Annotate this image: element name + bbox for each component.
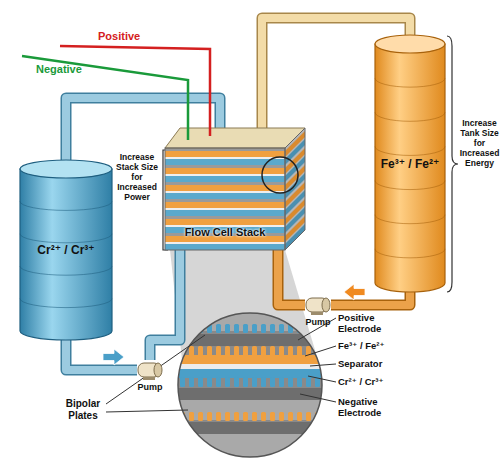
tank-brace xyxy=(447,36,458,292)
electrolyte-tank: Cr²⁺ / Cr³⁺ xyxy=(20,160,112,340)
part-label: Separator xyxy=(338,358,428,369)
positive-wire xyxy=(60,46,210,136)
part-label: Cr²⁺ / Cr³⁺ xyxy=(338,376,428,387)
pipe-body xyxy=(278,250,305,305)
pipe-outline xyxy=(150,250,180,360)
pipe-outline xyxy=(278,250,305,305)
part-label: Fe³⁺ / Fe²⁺ xyxy=(338,340,428,351)
pump: Pump xyxy=(137,360,163,380)
tank-label: Fe³⁺ / Fe²⁺ xyxy=(381,157,440,171)
tank-label: Cr²⁺ / Cr³⁺ xyxy=(37,243,94,257)
part-label: Bipolar Plates xyxy=(58,398,108,422)
stack-label: Flow Cell Stack xyxy=(165,226,285,238)
inset-outline xyxy=(178,313,322,457)
wire-label: Negative xyxy=(36,63,106,76)
flow-cell-stack: Flow Cell Stack xyxy=(165,128,305,250)
leader-lines xyxy=(106,318,336,412)
pipe-connector xyxy=(66,340,137,370)
pipe-body xyxy=(331,292,410,305)
pump-shape xyxy=(305,295,331,315)
wire-label: Positive xyxy=(98,30,168,43)
pipe-body xyxy=(150,250,180,360)
part-label: Positive Electrode xyxy=(338,312,400,334)
negative-wire xyxy=(22,56,188,140)
part-label: Negative Electrode xyxy=(338,396,400,418)
pump-label: Pump xyxy=(291,317,345,327)
flow-arrowhead xyxy=(103,349,124,365)
pipe-outline xyxy=(331,292,410,305)
pump-label: Pump xyxy=(123,382,177,392)
electrolyte-tank: Fe³⁺ / Fe²⁺ xyxy=(375,35,445,292)
pipe-outline xyxy=(66,340,137,370)
cell-inset xyxy=(176,311,324,459)
note-text: Increase Tank Size for Increased Energy xyxy=(455,118,504,168)
pipe-connector xyxy=(278,250,305,305)
flow-arrowhead xyxy=(344,284,365,300)
pipe-body xyxy=(66,340,137,370)
pump: Pump xyxy=(305,295,331,315)
pump-shape xyxy=(137,360,163,380)
note-text: Increase Stack Size for Increased Power xyxy=(112,152,162,202)
pipe-connector xyxy=(150,250,180,360)
